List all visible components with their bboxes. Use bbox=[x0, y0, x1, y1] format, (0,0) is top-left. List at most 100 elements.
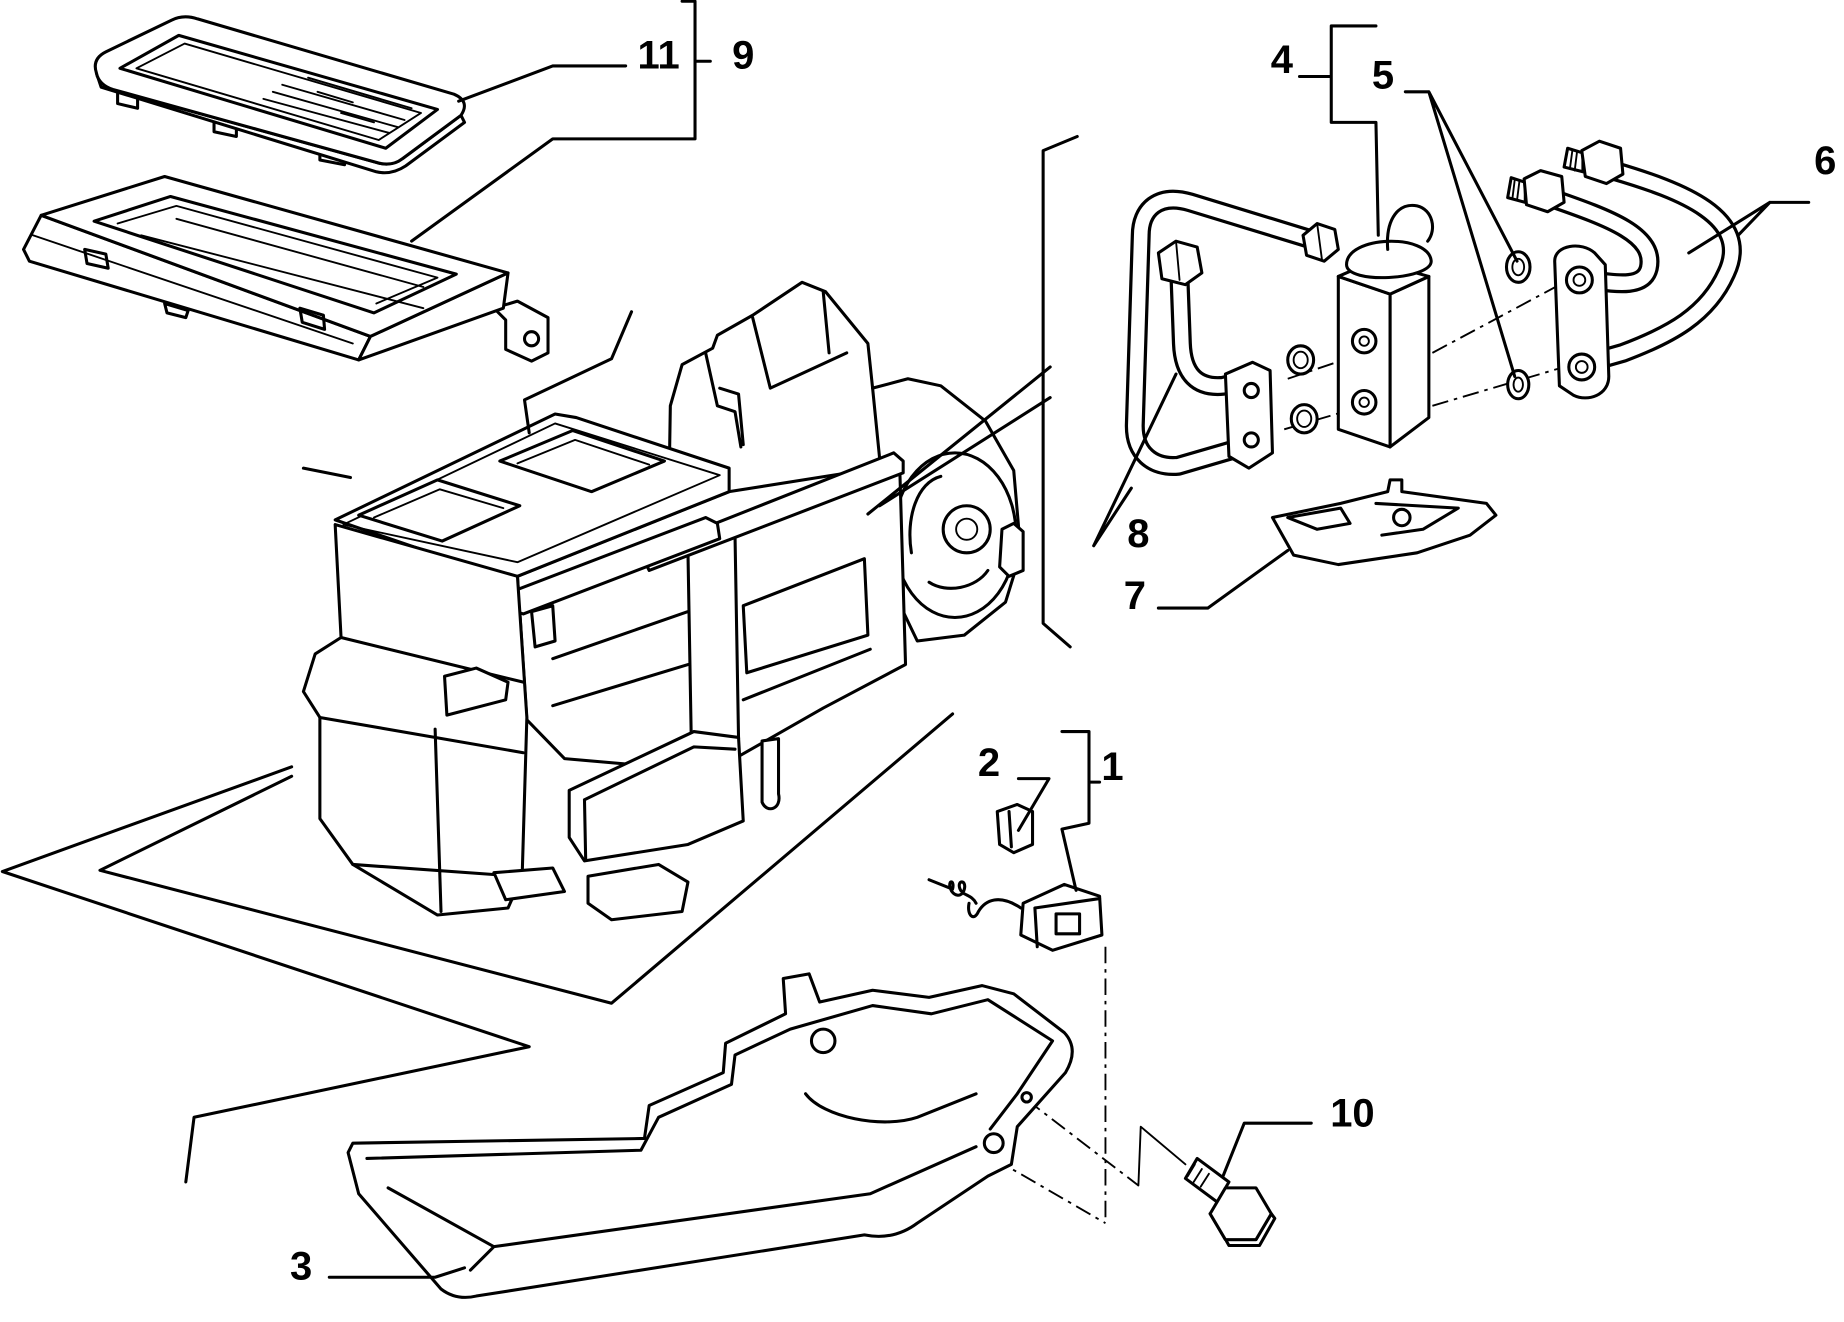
hvac-housing bbox=[301, 280, 1025, 922]
tray-body bbox=[346, 972, 1074, 1299]
filter-housing-slots bbox=[83, 247, 327, 331]
callout-8: 8 bbox=[1127, 512, 1149, 556]
housing-right-front-face bbox=[515, 463, 908, 769]
valve-bulb bbox=[1345, 239, 1433, 280]
inlet-opening-depth bbox=[373, 488, 505, 519]
o-ring bbox=[1504, 250, 1532, 284]
assembly-line-jog bbox=[1137, 1125, 1187, 1187]
o-ring bbox=[1286, 344, 1316, 376]
blower-connector bbox=[998, 521, 1025, 578]
o-ring-inner bbox=[1292, 350, 1309, 370]
tray-rim bbox=[365, 998, 1055, 1160]
pipe-fill bbox=[1543, 190, 1657, 290]
tray-hole bbox=[809, 1027, 837, 1055]
callout-7: 7 bbox=[1124, 574, 1146, 618]
leader-4 bbox=[1297, 24, 1380, 237]
callout-labels: 11 9 4 5 6 8 7 2 1 3 10 bbox=[290, 33, 1836, 1288]
pipe-nut-edge bbox=[1175, 222, 1323, 281]
valve-port bbox=[1350, 388, 1378, 416]
leader-8 bbox=[1092, 372, 1178, 548]
evaporator-pipes bbox=[1124, 189, 1340, 476]
blower-hub-center bbox=[955, 517, 979, 541]
filter-cover-body bbox=[93, 15, 466, 166]
housing-front-window bbox=[741, 557, 870, 675]
bolt-thread bbox=[1186, 1163, 1210, 1188]
sensor-wire bbox=[967, 898, 1023, 919]
valve-cover-body bbox=[1270, 478, 1498, 567]
sensor-clip-edge bbox=[1007, 810, 1013, 849]
drain-outlet bbox=[760, 737, 781, 811]
callout-6: 6 bbox=[1814, 139, 1836, 183]
expansion-valve bbox=[1336, 203, 1435, 449]
frame-pointer bbox=[866, 365, 1052, 516]
inlet-front-details bbox=[318, 635, 525, 914]
o-ring bbox=[1506, 368, 1531, 401]
housing-foot bbox=[492, 866, 567, 902]
filter-housing-tab-hole bbox=[522, 330, 541, 348]
leader-2 bbox=[1016, 777, 1051, 832]
pipe-nut bbox=[1522, 169, 1566, 214]
inlet-opening bbox=[498, 428, 666, 494]
pipe-fill bbox=[1128, 192, 1324, 473]
housing-rear-details bbox=[704, 290, 882, 461]
filter-housing-opening bbox=[92, 194, 458, 315]
housing-foot bbox=[586, 862, 690, 922]
callout-11: 11 bbox=[637, 33, 679, 77]
valve-front bbox=[1336, 274, 1392, 449]
sensor-body bbox=[1019, 882, 1104, 952]
leader-10 bbox=[1221, 1121, 1313, 1178]
housing-front-ribs bbox=[551, 533, 872, 755]
frame-outline-outer bbox=[0, 765, 531, 1184]
callout-4: 4 bbox=[1271, 38, 1294, 82]
callout-1: 1 bbox=[1101, 745, 1123, 789]
valve-port-inner bbox=[1358, 335, 1370, 347]
temperature-sensor bbox=[927, 878, 1104, 952]
blower-hub bbox=[941, 504, 992, 555]
inlet-opening-depth bbox=[516, 438, 651, 466]
callout-10: 10 bbox=[1330, 1092, 1374, 1136]
leader-7 bbox=[1156, 548, 1290, 610]
frame-line bbox=[522, 310, 634, 435]
condenser-pipes bbox=[1506, 139, 1742, 400]
pipe-flange-hole bbox=[1242, 431, 1260, 449]
valve-capillary bbox=[1385, 203, 1435, 251]
pipe-flange-hole bbox=[1242, 381, 1260, 400]
filter-cover bbox=[93, 15, 467, 175]
blower-scroll bbox=[908, 474, 990, 590]
tray-hole bbox=[1020, 1091, 1033, 1104]
drain-tray bbox=[346, 972, 1074, 1299]
pipe-fill bbox=[1583, 163, 1739, 370]
frame-line bbox=[301, 466, 352, 480]
inlet-latch bbox=[530, 604, 557, 649]
o-ring-inner bbox=[1511, 257, 1526, 277]
inlet-opening bbox=[357, 478, 522, 543]
valve-cover bbox=[1270, 478, 1498, 567]
sensor-spring bbox=[927, 878, 978, 905]
filter-housing bbox=[21, 174, 550, 363]
pipe-flange-port-inner bbox=[1574, 360, 1589, 374]
pipe-flange-port-inner bbox=[1572, 273, 1587, 287]
pipe-flange-port bbox=[1567, 352, 1597, 382]
callout-9: 9 bbox=[732, 33, 754, 77]
assembly-line bbox=[993, 946, 1139, 1224]
inlet-latch bbox=[443, 666, 510, 717]
pipe-thread-lines bbox=[1511, 149, 1578, 201]
housing-frame-lines bbox=[0, 134, 1079, 1184]
filter-cover-hatch bbox=[262, 76, 413, 134]
filter-cover-rim bbox=[118, 33, 440, 150]
outlet-duct-edge bbox=[582, 745, 737, 861]
valve-cover-hole bbox=[1392, 507, 1412, 528]
sensor-clip bbox=[995, 802, 1035, 855]
tray-floor bbox=[386, 1092, 978, 1272]
valve-side bbox=[1388, 274, 1431, 449]
frame-bracket bbox=[1041, 134, 1079, 649]
pipe-flange bbox=[1223, 360, 1274, 470]
bolt-head bbox=[1208, 1186, 1273, 1242]
pipe-flange-port bbox=[1564, 265, 1594, 295]
callout-leaders bbox=[327, 0, 1811, 1279]
frame-outline-inner bbox=[98, 712, 955, 1005]
callout-3: 3 bbox=[290, 1245, 312, 1289]
leader-1 bbox=[1060, 730, 1102, 892]
pipe-fill bbox=[1172, 273, 1254, 393]
